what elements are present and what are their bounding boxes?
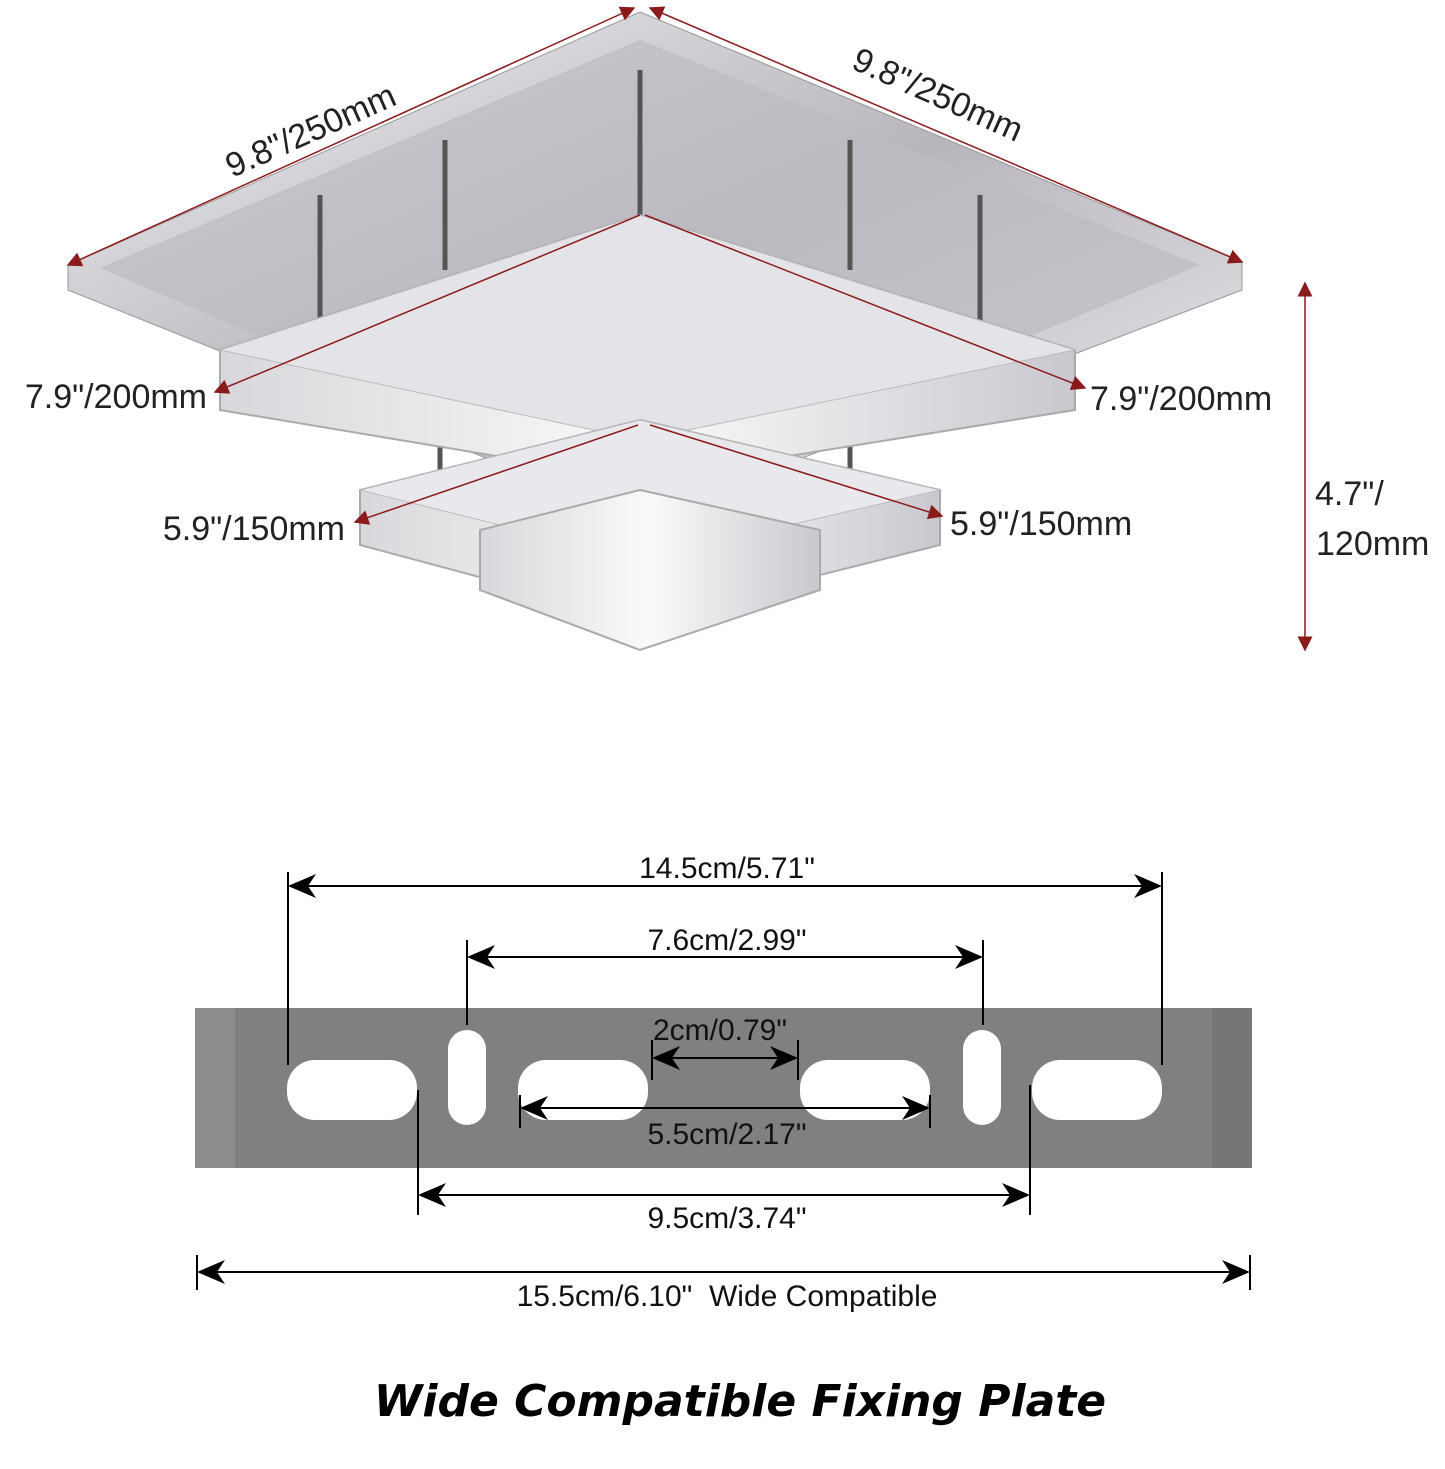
plate-dimension-lines (196, 872, 1251, 1290)
lamp-dimension-lines (66, 6, 1313, 652)
bottom-tier-right-label: 5.9"/150mm (950, 505, 1132, 543)
height-label-2: 120mm (1316, 525, 1429, 563)
plate-width-label: 15.5cm/6.10" Wide Compatible (517, 1280, 938, 1313)
hole-spacing-14-5-label: 14.5cm/5.71" (639, 852, 815, 885)
middle-tier-left-label: 7.9"/200mm (25, 378, 207, 416)
height-label-1: 4.7"/ (1315, 475, 1384, 513)
hole-spacing-5-5-label: 5.5cm/2.17" (647, 1118, 806, 1151)
page-title: Wide Compatible Fixing Plate (374, 1376, 1106, 1427)
ceiling-light-image (67, 11, 1243, 652)
middle-tier-right-label: 7.9"/200mm (1090, 380, 1272, 418)
hole-spacing-7-6-label: 7.6cm/2.99" (647, 924, 806, 957)
hole-spacing-9-5-label: 9.5cm/3.74" (647, 1202, 806, 1235)
hole-spacing-2-label: 2cm/0.79" (653, 1014, 787, 1047)
bottom-tier-left-label: 5.9"/150mm (163, 510, 345, 548)
